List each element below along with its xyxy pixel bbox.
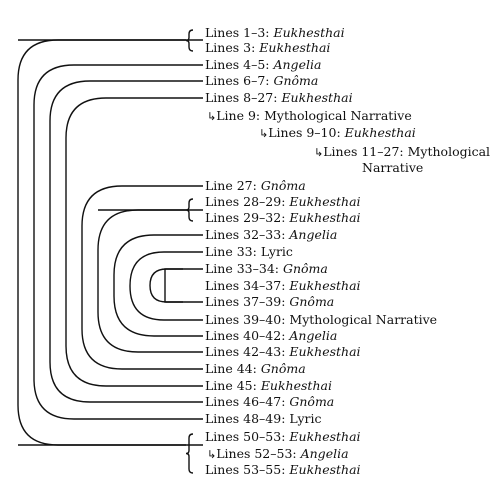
- genre-name: Angelia: [288, 328, 337, 343]
- line-range: Lines 11–27:: [323, 144, 407, 159]
- genre-name: Gnômа: [261, 361, 306, 376]
- line-range: Lines 34–37:: [205, 278, 289, 293]
- genre-name: Eukhesthai: [272, 25, 344, 40]
- ring-connector-6: [97, 209, 203, 353]
- genre-name: Angelia: [288, 227, 337, 242]
- entry-label: Lines 53–55: Eukhesthai: [205, 462, 361, 477]
- entry-label: Lines 1–3: Eukhesthai: [205, 25, 345, 40]
- line-range: Lines 28–29:: [205, 194, 289, 209]
- hook-arrow-icon: ↳: [314, 146, 323, 159]
- entry-label: Lines 46–47: Gnômа: [205, 394, 334, 409]
- genre-name: Mythological: [408, 144, 490, 159]
- entry-label: Line 27: Gnômа: [205, 178, 306, 193]
- genre-name: Lyric: [289, 411, 321, 426]
- line-range: Lines 6–7:: [205, 73, 273, 88]
- line-range: Lines 3:: [205, 40, 259, 55]
- genre-name: Gnômа: [289, 294, 334, 309]
- genre-name: Gnômа: [283, 261, 328, 276]
- line-range: Lines 9–10:: [268, 125, 344, 140]
- line-range: Lines 46–47:: [205, 394, 289, 409]
- line-range: Lines 1–3:: [205, 25, 273, 40]
- line-range: Lines 29–32:: [205, 210, 289, 225]
- line-range: Lines 8–27:: [205, 90, 281, 105]
- line-range: Lines 39–40:: [205, 312, 289, 327]
- line-range: Line 27:: [205, 178, 261, 193]
- genre-name: Eukhesthai: [260, 378, 332, 393]
- genre-name: Mythological Narrative: [264, 108, 412, 123]
- line-range: Lines 37–39:: [205, 294, 289, 309]
- entry-label: Lines 37–39: Gnômа: [205, 294, 334, 309]
- genre-name: Eukhesthai: [288, 462, 360, 477]
- line-range: Lines 32–33:: [205, 227, 289, 242]
- genre-name: Eukhesthai: [288, 210, 360, 225]
- ring-connector-7: [113, 234, 203, 337]
- entry-label: ↳Lines 9–10: Eukhesthai: [259, 125, 416, 140]
- ring-connector-1: [17, 39, 203, 446]
- line-range: Lines 52–53:: [216, 446, 300, 461]
- entry-label: Lines 48–49: Lyric: [205, 411, 322, 426]
- entry-label: Lines 40–42: Angelia: [205, 328, 337, 343]
- genre-name: Eukhesthai: [288, 344, 360, 359]
- genre-name: Gnômа: [289, 394, 334, 409]
- genre-name: Angelia: [272, 57, 321, 72]
- line-range: Lines 42–43:: [205, 344, 289, 359]
- line-range: Lines 4–5:: [205, 57, 273, 72]
- ring-connector-10: [164, 268, 183, 303]
- entry-label: Lines 28–29: Eukhesthai: [205, 194, 361, 209]
- genre-name: Eukhesthai: [344, 125, 416, 140]
- entry-label: ↳Lines 52–53: Angelia: [207, 446, 349, 461]
- genre-name: Eukhesthai: [288, 278, 360, 293]
- genre-name: Gnômа: [261, 178, 306, 193]
- genre-name: Eukhesthai: [280, 90, 352, 105]
- ring-connector-8: [129, 251, 203, 321]
- genre-name: Angelia: [300, 446, 349, 461]
- entry-label: ↳Lines 11–27: Mythological: [314, 144, 490, 159]
- entry-label: Line 33: Lyric: [205, 244, 293, 259]
- entry-label: Lines 42–43: Eukhesthai: [205, 344, 361, 359]
- entry-label: Line 45: Eukhesthai: [205, 378, 332, 393]
- entry-label: Lines 29–32: Eukhesthai: [205, 210, 361, 225]
- entry-label: Lines 32–33: Angelia: [205, 227, 337, 242]
- line-range: Lines 48–49:: [205, 411, 289, 426]
- entry-label: Line 44: Gnômа: [205, 361, 306, 376]
- entry-label: Lines 6–7: Gnômа: [205, 73, 318, 88]
- line-range: Line 45:: [205, 378, 261, 393]
- genre-name: Lyric: [261, 244, 293, 259]
- genre-name: Gnômа: [273, 73, 318, 88]
- curly-brace-icon: [185, 433, 194, 474]
- entry-label: Lines 50–53: Eukhesthai: [205, 429, 361, 444]
- line-range: Lines 40–42:: [205, 328, 289, 343]
- connector-layer: [17, 29, 203, 474]
- entry-label: Lines 39–40: Mythological Narrative: [205, 312, 437, 327]
- genre-name: Eukhesthai: [258, 40, 330, 55]
- entry-label: ↳Line 9: Mythological Narrative: [207, 108, 412, 123]
- entry-label: Lines 3: Eukhesthai: [205, 40, 330, 55]
- genre-name: Eukhesthai: [288, 429, 360, 444]
- line-range: Line 44:: [205, 361, 261, 376]
- line-range: Line 33–34:: [205, 261, 283, 276]
- hook-arrow-icon: ↳: [259, 127, 268, 140]
- line-range: Lines 50–53:: [205, 429, 289, 444]
- entry-label: Lines 8–27: Eukhesthai: [205, 90, 353, 105]
- genre-name: Mythological Narrative: [289, 312, 437, 327]
- ring-connector-9: [149, 268, 203, 303]
- genre-continuation: Narrative: [362, 160, 423, 175]
- genre-name: Eukhesthai: [288, 194, 360, 209]
- ring-connector-4: [65, 97, 203, 387]
- line-range: Line 9:: [216, 108, 264, 123]
- line-range: Lines 53–55:: [205, 462, 289, 477]
- hook-arrow-icon: ↳: [207, 448, 216, 461]
- entry-label: Line 33–34: Gnômа: [205, 261, 328, 276]
- hook-arrow-icon: ↳: [207, 110, 216, 123]
- ring-connector-3: [49, 80, 203, 403]
- line-range: Line 33:: [205, 244, 261, 259]
- ring-connector-5: [81, 185, 203, 370]
- ring-connector-2: [33, 64, 203, 420]
- entry-label: Lines 34–37: Eukhesthai: [205, 278, 361, 293]
- entry-label: Lines 4–5: Angelia: [205, 57, 321, 72]
